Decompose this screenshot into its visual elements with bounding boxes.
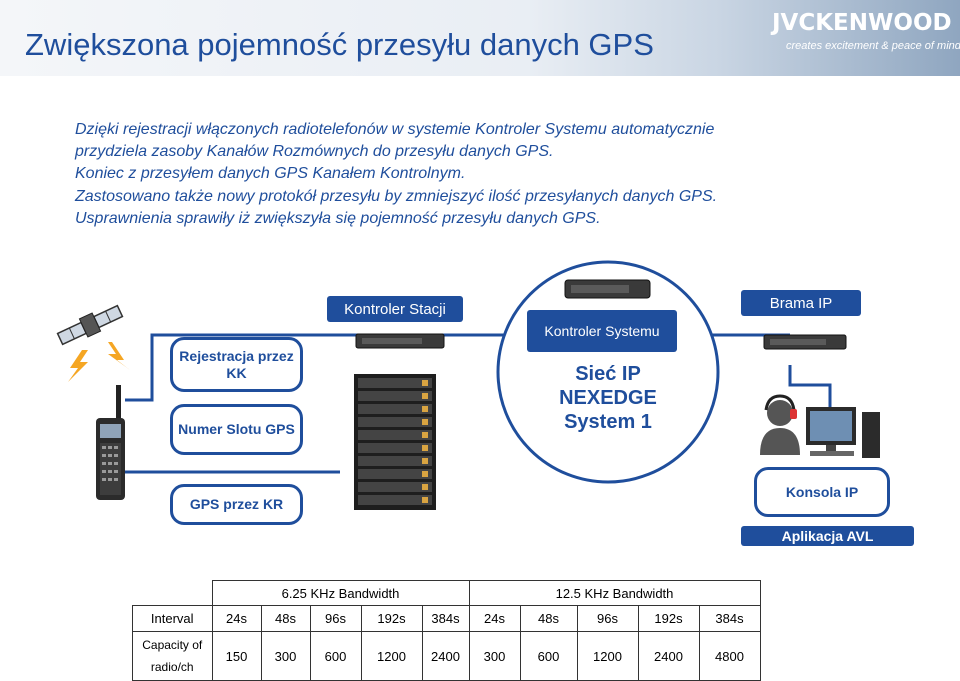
interval-cell: 48s	[260, 605, 311, 632]
interval-cell: 24s	[468, 605, 521, 632]
operator-headset-icon	[760, 394, 800, 455]
gateway-server-icon	[763, 334, 847, 350]
interval-label: Interval	[132, 605, 213, 632]
console-computer-icon	[806, 407, 880, 458]
capacity-label: Capacity of radio/ch	[132, 631, 213, 681]
page-title: Zwiększona pojemność przesyłu danych GPS	[25, 27, 654, 62]
intro-text: Dzięki rejestracji włączonych radiotelef…	[75, 119, 935, 230]
console-box: Konsola IP	[754, 467, 890, 517]
interval-cell: 192s	[637, 605, 700, 632]
bandwidth-header-625: 6.25 KHz Bandwidth	[211, 580, 470, 606]
intro-line: przydziela zasoby Kanałów Rozmównych do …	[75, 143, 554, 161]
interval-row: Interval 24s 48s 96s 192s 384s 24s 48s 9…	[132, 605, 761, 632]
handheld-radio-icon	[96, 385, 125, 500]
capacity-row: Capacity of radio/ch 150 300 600 1200 240…	[132, 631, 761, 681]
signal-lightning-icon	[68, 350, 88, 382]
intro-line: Dzięki rejestracji włączonych radiotelef…	[75, 121, 715, 138]
bandwidth-header-125: 12.5 KHz Bandwidth	[468, 580, 761, 606]
system-controller-label: Kontroler Systemu	[527, 310, 677, 352]
repeater-rack-icon	[354, 374, 436, 510]
capacity-cell: 4800	[698, 631, 761, 681]
nexedge-network-label: Sieć IP NEXEDGE System 1	[559, 363, 657, 433]
logo-brand: JVCKENWOOD	[772, 10, 952, 36]
capacity-cell: 150	[211, 631, 262, 681]
capacity-cell: 2400	[421, 631, 470, 681]
capacity-cell: 2400	[637, 631, 700, 681]
gateway-to-console-line	[788, 365, 832, 410]
satellite-icon	[56, 304, 124, 346]
gps-capacity-table: 6.25 KHz Bandwidth 12.5 KHz Bandwidth In…	[132, 580, 761, 681]
capacity-cell: 300	[260, 631, 311, 681]
interval-cell: 24s	[211, 605, 262, 632]
gateway-label: Brama IP	[741, 290, 861, 316]
interval-cell: 96s	[576, 605, 639, 632]
station-controller-server-icon	[355, 333, 445, 349]
capacity-cell: 300	[468, 631, 521, 681]
intro-line: Koniec z przesyłem danych GPS Kanałem Ko…	[75, 165, 466, 183]
capacity-cell: 1200	[576, 631, 639, 681]
table-corner-cell	[132, 580, 213, 606]
intro-line: Usprawnienia sprawiły iż zwiększyła się …	[75, 209, 601, 227]
interval-cell: 96s	[309, 605, 362, 632]
intro-line: Zastosowano także nowy protokół przesyłu…	[75, 187, 718, 205]
logo-tagline: creates excitement & peace of mind	[786, 40, 960, 52]
capacity-label-line2: radio/ch	[150, 660, 194, 674]
company-logo: JVCKENWOOD creates excitement & peace of…	[772, 10, 960, 60]
interval-cell: 192s	[360, 605, 423, 632]
interval-cell: 384s	[698, 605, 761, 632]
capacity-cell: 600	[309, 631, 362, 681]
capacity-label-line1: Capacity of	[142, 638, 203, 652]
capacity-cell: 1200	[360, 631, 423, 681]
registration-box: Rejestracja przez KK	[170, 337, 303, 392]
gps-via-repeater-box: GPS przez KR	[170, 484, 303, 525]
title-banner: Zwiększona pojemność przesyłu danych GPS…	[0, 0, 960, 76]
radio-to-controller-line	[125, 333, 400, 402]
station-controller-label: Kontroler Stacji	[327, 296, 463, 322]
interval-cell: 48s	[519, 605, 578, 632]
interval-cell: 384s	[421, 605, 470, 632]
system-controller-server-icon	[564, 279, 651, 299]
capacity-cell: 600	[519, 631, 578, 681]
avl-application-label: Aplikacja AVL	[741, 526, 914, 546]
gps-slot-box: Numer Slotu GPS	[170, 404, 303, 455]
signal-lightning-icon	[108, 342, 130, 370]
